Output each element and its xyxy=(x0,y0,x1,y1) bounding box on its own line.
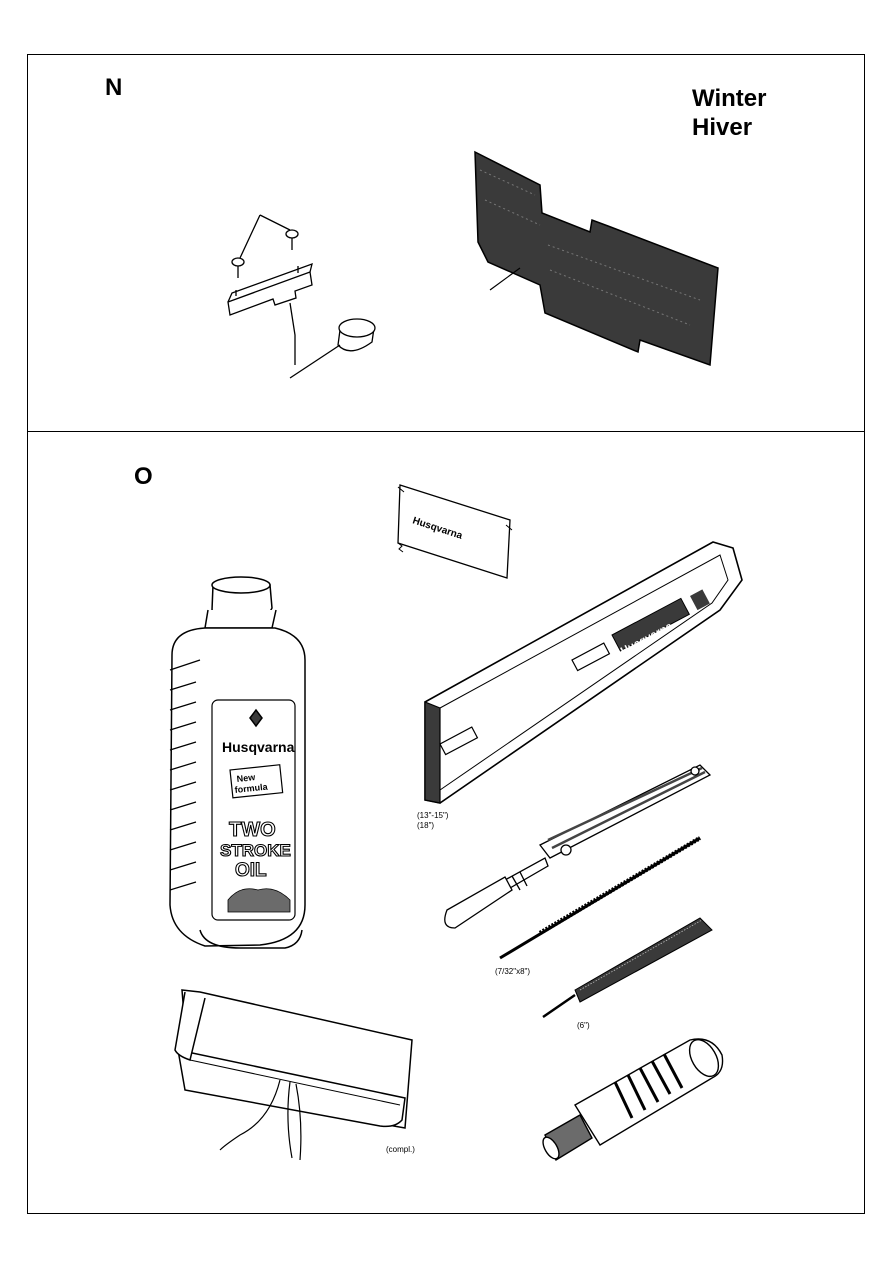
grease-gun xyxy=(542,1038,724,1162)
bottle-product-line2: STROKE xyxy=(220,841,291,860)
winter-plate-kit xyxy=(227,214,376,379)
section-o-label: O xyxy=(134,463,153,490)
tool-pouch xyxy=(174,989,413,1161)
bottle-badge-line2: formula xyxy=(234,781,269,794)
bottle-brand-text: Husqvarna xyxy=(222,739,295,755)
round-file xyxy=(499,836,702,960)
bottle-product-line3: OIL xyxy=(235,860,267,881)
hiver-title: Hiver xyxy=(692,114,753,141)
winter-cover-plate xyxy=(474,150,719,367)
bar-guard: Husqvarna xyxy=(424,541,743,804)
section-divider xyxy=(27,431,865,432)
file-holder xyxy=(444,764,712,929)
pouch-note: (compl.) xyxy=(386,1145,415,1154)
oil-bottle xyxy=(169,576,306,949)
round-file-size: (7/32"x8") xyxy=(495,967,531,976)
bottle-product-line1: TWO xyxy=(229,819,276,841)
winter-title: Winter xyxy=(692,85,767,112)
section-n-label: N xyxy=(105,74,123,101)
bottle-badge-line1: New xyxy=(236,772,256,784)
flat-file-size: (6") xyxy=(577,1021,590,1030)
chain-packet: Husqvarna xyxy=(397,484,513,579)
page-frame xyxy=(27,54,865,1214)
guard-size-1: (13"-15") xyxy=(417,811,449,820)
flat-file xyxy=(542,917,713,1019)
guard-size-2: (18") xyxy=(417,821,435,830)
